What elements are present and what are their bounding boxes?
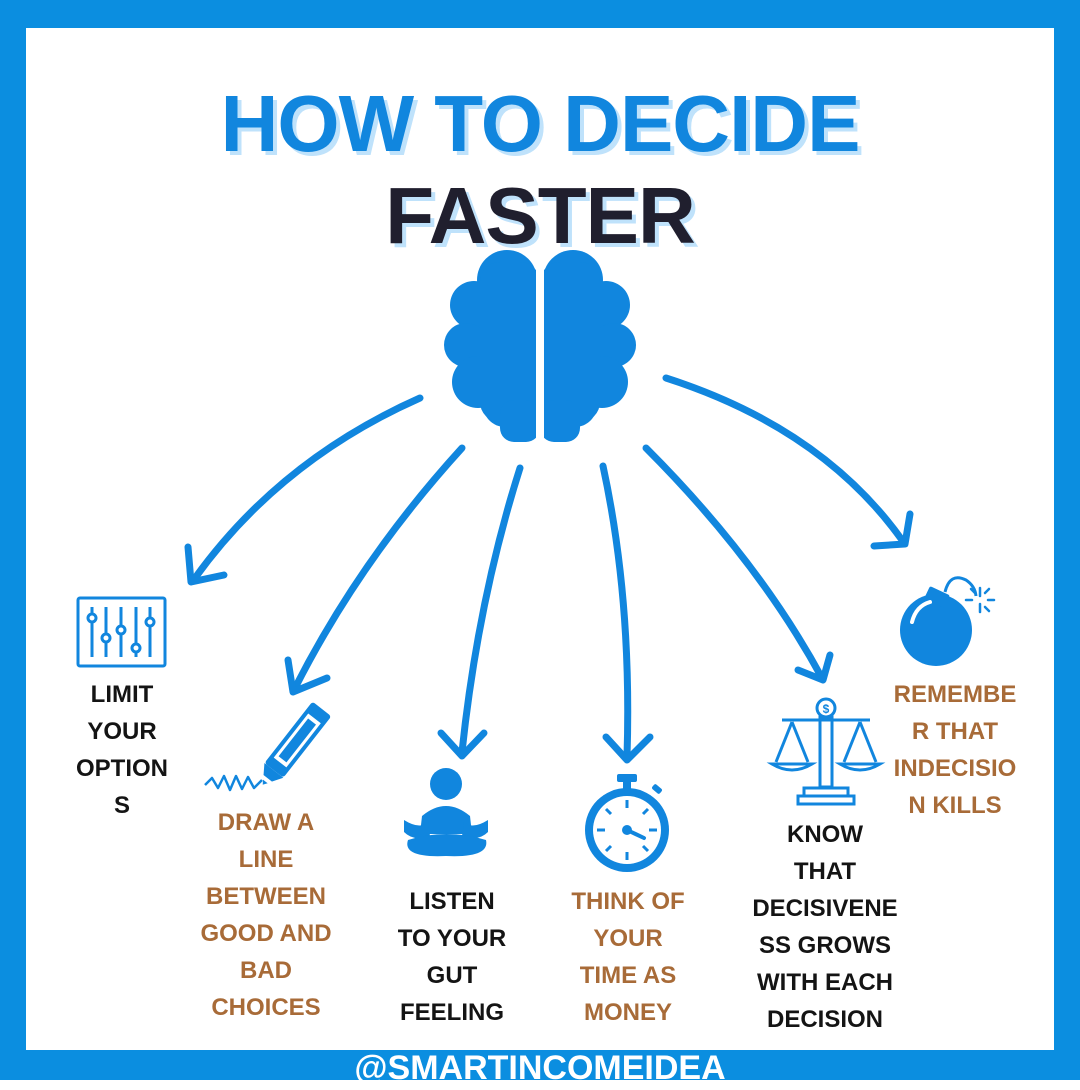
pencil-line-icon — [204, 702, 331, 792]
label-limit-options: LIMIT YOUR OPTION S — [75, 681, 168, 819]
arrow-to-draw-line — [284, 444, 466, 696]
arrow-to-limit-options — [184, 394, 424, 586]
title-line-1: HOW TO DECIDE — [220, 79, 861, 168]
bomb-icon — [900, 576, 996, 666]
stopwatch-icon — [585, 774, 669, 872]
label-decisiveness: KNOW THAT DECISIVENE SS GROWS WITH EACH … — [752, 821, 898, 1033]
title-line-2: FASTER — [385, 171, 696, 260]
meditation-icon — [404, 768, 488, 857]
label-draw-a-line: DRAW A LINE BETWEEN GOOD AND BAD CHOICES — [200, 809, 332, 1021]
sliders-icon — [76, 596, 167, 668]
arrow-to-time-money — [599, 462, 654, 764]
footer-handle: @SMARTINCOMEIDEA — [354, 1049, 726, 1087]
scales-icon: $ — [766, 697, 886, 806]
label-time-as-money: THINK OF YOUR TIME AS MONEY — [571, 888, 685, 1026]
arrow-to-indecision — [662, 374, 914, 550]
arrow-to-gut-feeling — [437, 464, 524, 760]
brain-icon — [444, 250, 636, 445]
label-gut-feeling: LISTEN TO YOUR GUT FEELING — [397, 888, 507, 1026]
arrow-to-decisiveness — [642, 444, 834, 684]
label-indecision-kills: REMEMBE R THAT INDECISIO N KILLS — [893, 681, 1017, 819]
svg-text:$: $ — [823, 702, 830, 716]
